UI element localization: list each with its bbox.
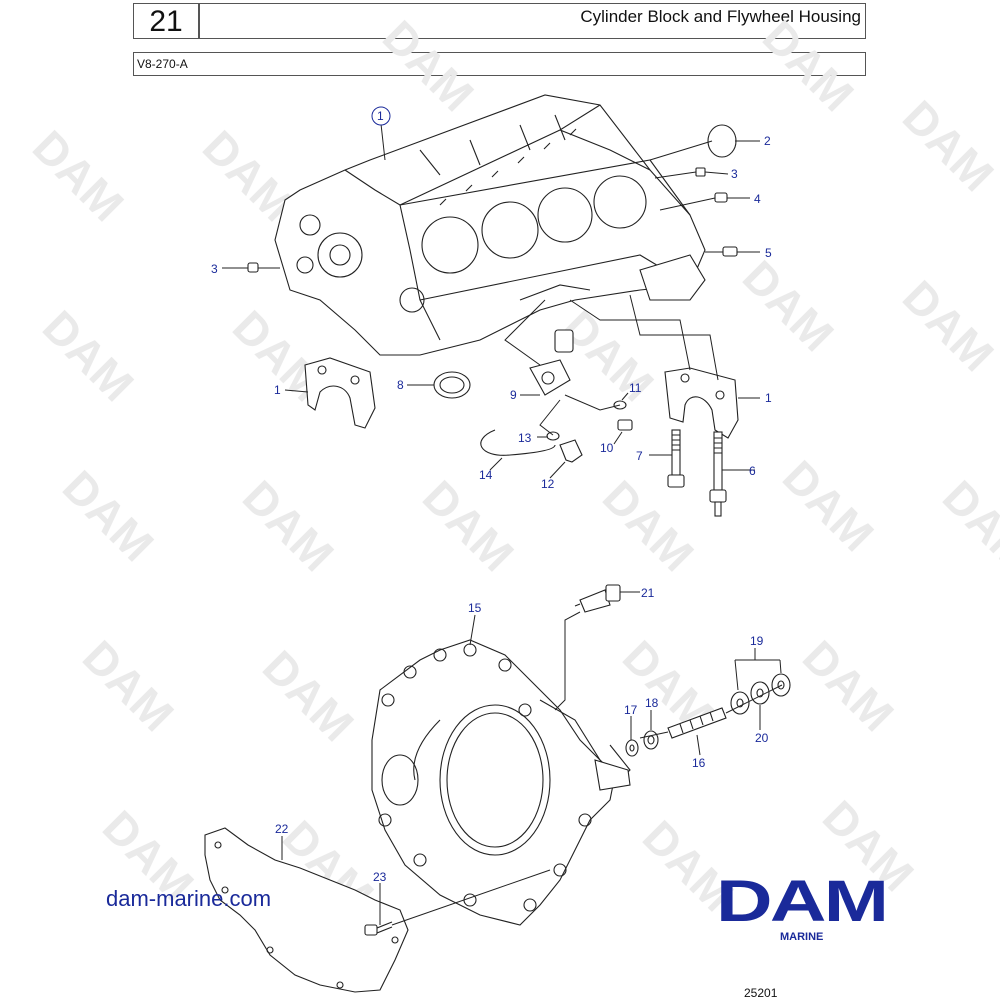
oil-fitting-9 <box>529 329 574 396</box>
leader-lines <box>222 123 783 926</box>
fittings-10-11 <box>613 400 633 431</box>
callout-16: 16 <box>692 756 706 770</box>
watermark-text: DAM <box>793 630 904 741</box>
callout-5: 5 <box>765 246 772 260</box>
callout-3-left: 3 <box>211 262 218 276</box>
watermark-text: DAM <box>253 640 364 751</box>
callout-6: 6 <box>749 464 756 478</box>
washer-17 <box>625 739 639 757</box>
callout-11: 11 <box>629 381 642 395</box>
callout-3-right: 3 <box>731 167 738 181</box>
callout-9: 9 <box>510 388 517 402</box>
drawing-number: 25201 <box>744 986 778 1000</box>
brand-logo: DAM MARINE <box>716 873 889 944</box>
website-link[interactable]: dam-marine.com <box>106 886 272 911</box>
callout-8: 8 <box>397 378 404 392</box>
model-box: V8-270-A <box>133 52 866 76</box>
bolt-23 <box>364 921 393 936</box>
watermark-text: DAM <box>53 460 164 571</box>
callout-1-cap-right: 1 <box>765 391 772 405</box>
callout-20: 20 <box>755 731 769 745</box>
plug-cap-2 <box>707 124 737 158</box>
logo-subtext: MARINE <box>780 931 824 943</box>
clip-14 <box>480 429 556 456</box>
callout-19: 19 <box>750 634 764 648</box>
bearing-cap-right <box>664 367 739 439</box>
watermark-text: DAM <box>893 90 1000 201</box>
plug-5 <box>722 246 738 257</box>
flywheel-housing-drawing <box>371 639 631 926</box>
section-number: 21 <box>133 3 199 39</box>
watermark-text: DAM <box>753 10 864 121</box>
watermark-text: DAM <box>933 470 1000 581</box>
callout-14: 14 <box>479 468 493 482</box>
washer-20 <box>750 681 770 705</box>
diagram-title: Cylinder Block and Flywheel Housing <box>580 7 861 26</box>
stud-16 <box>667 707 727 739</box>
bearing-cap-left <box>304 357 376 429</box>
engine-model: V8-270-A <box>137 57 188 71</box>
watermark-text: DAM <box>73 630 184 741</box>
watermark-text: DAM <box>593 470 704 581</box>
plug-3-left <box>247 262 259 273</box>
watermark-text: DAM <box>33 300 144 411</box>
watermark-text: DAM <box>893 270 1000 381</box>
callout-15: 15 <box>468 601 482 615</box>
stud-6 <box>709 431 727 517</box>
title-box: Cylinder Block and Flywheel Housing <box>199 3 866 39</box>
callout-18: 18 <box>645 696 659 710</box>
callout-17: 17 <box>624 703 638 717</box>
callout-22: 22 <box>275 822 289 836</box>
watermark-text: DAM <box>23 120 134 231</box>
watermark-text: DAM <box>733 250 844 361</box>
bolt-7 <box>667 429 685 488</box>
callout-1-block: 1 <box>377 109 384 123</box>
callout-21: 21 <box>641 586 655 600</box>
watermark-text: DAM <box>233 470 344 581</box>
seal-8 <box>433 371 471 399</box>
plug-3-right <box>695 167 706 177</box>
callout-13: 13 <box>518 431 532 445</box>
callout-1-cap-left: 1 <box>274 383 281 397</box>
callout-2: 2 <box>764 134 771 148</box>
callout-7: 7 <box>636 449 643 463</box>
callout-12: 12 <box>541 477 555 491</box>
watermark-text: DAM <box>413 470 524 581</box>
callout-23: 23 <box>373 870 387 884</box>
callout-10: 10 <box>600 441 614 455</box>
watermark-text: DAM <box>773 450 884 561</box>
watermark-text: DAM <box>553 300 664 411</box>
watermark-text: DAM <box>373 10 484 121</box>
plug-4 <box>714 192 728 203</box>
bolt-21 <box>574 584 621 613</box>
logo-wordmark: DAM <box>716 869 889 934</box>
callout-circle <box>371 106 391 126</box>
fittings-12-13 <box>546 431 583 463</box>
callout-4: 4 <box>754 192 761 206</box>
cylinder-block-drawing <box>274 94 706 356</box>
cover-plate-22 <box>204 827 409 993</box>
callout-labels: 1 2 3 4 5 3 1 8 9 11 1 13 10 7 6 14 12 2… <box>211 106 772 884</box>
washer-18 <box>643 730 659 750</box>
